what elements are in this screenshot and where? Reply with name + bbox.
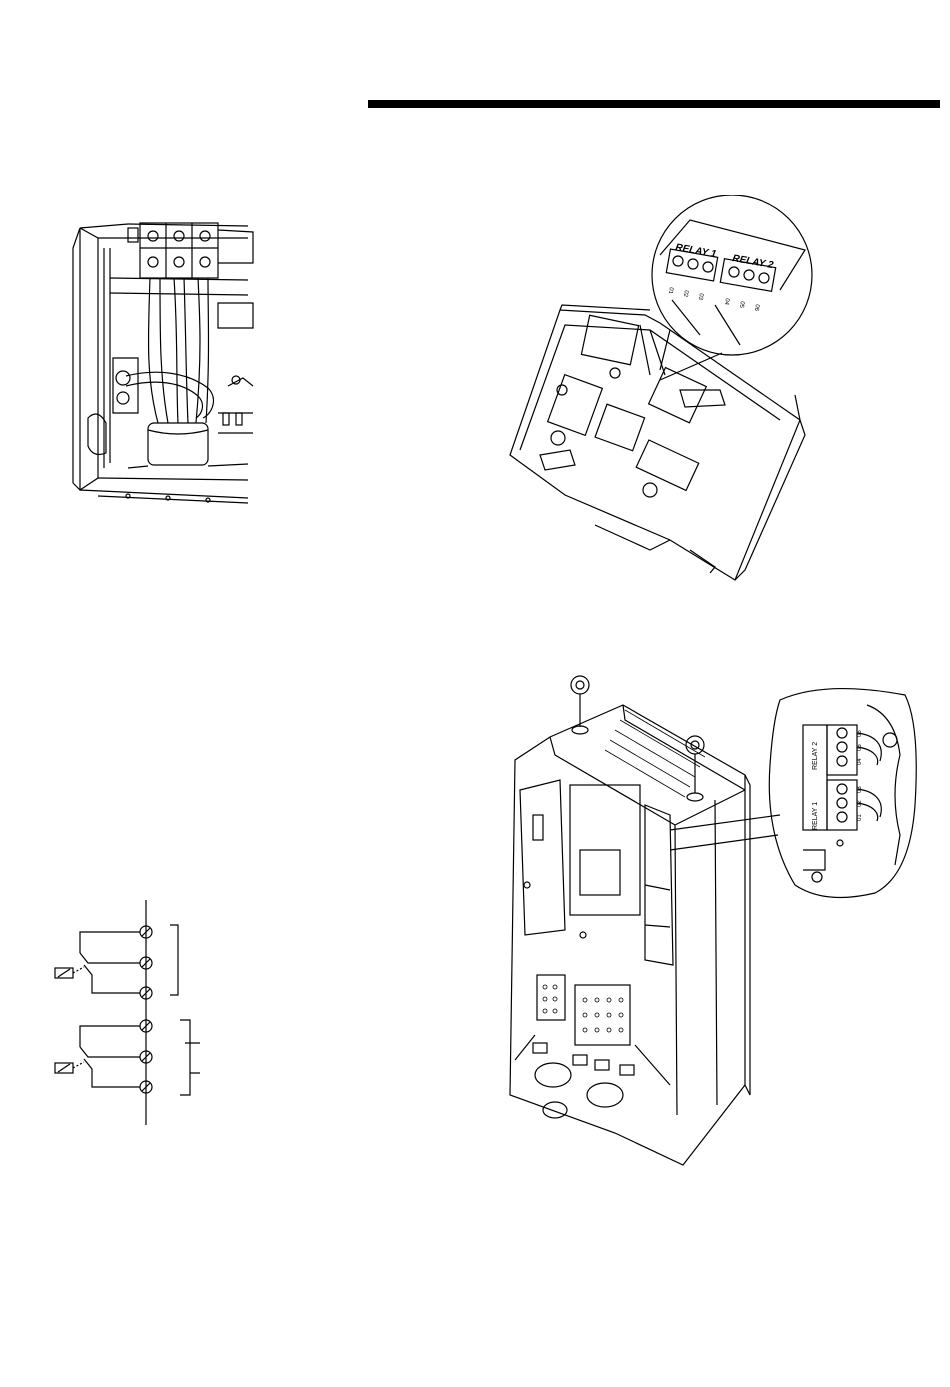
relay-schematic-figure [40,895,220,1130]
relay-1-terminal-03: 03 [697,293,704,301]
relay-2-terminal-05: 05 [857,744,863,751]
relay-2-terminal-06: 06 [857,730,863,737]
relay-bottom-figure: RELAY 1 RELAY 2 01 02 03 04 05 06 [495,665,925,1170]
relay-2-label: RELAY 2 [812,742,819,770]
relay-1-terminal-02: 02 [857,800,863,807]
relay-2-terminal-04: 04 [857,758,863,765]
relay-2-terminal-05: 05 [738,301,745,309]
relay-1-terminal-02: 02 [682,290,689,298]
relay-1-terminal-01: 01 [857,814,863,821]
cable-clamp-figure [68,218,258,508]
header-rule [368,100,940,108]
relay-2-terminal-06: 06 [753,304,760,312]
relay-1-terminal-01: 01 [667,287,674,295]
relay-top-figure: RELAY 1 RELAY 2 01 02 03 04 05 06 [500,195,820,595]
relay-1-terminal-03: 03 [857,786,863,793]
relay-2-terminal-04: 04 [723,298,730,306]
relay-inset-top [660,220,805,345]
relay-1-label: RELAY 1 [812,802,819,830]
